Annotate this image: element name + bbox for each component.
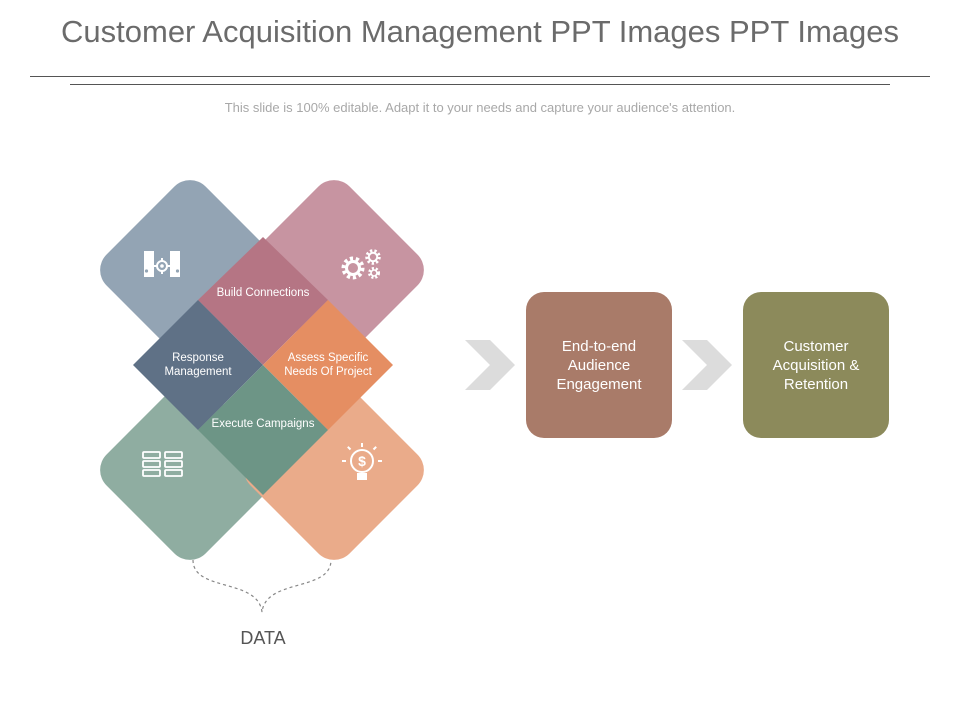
title-divider-bottom [70, 84, 890, 85]
chevron-arrow-icon [465, 340, 515, 390]
svg-text:$: $ [358, 453, 366, 469]
gears-icon [341, 249, 381, 280]
label-execute-campaigns: Execute Campaigns [211, 418, 315, 430]
title-divider-top [30, 76, 930, 77]
dollar-bulb-icon: $ [342, 443, 382, 480]
slide-subtitle: This slide is 100% editable. Adapt it to… [224, 100, 736, 115]
chevron-arrow-icon [682, 340, 732, 390]
flow-step-acquisition-label: Customer Acquisition & Retention [772, 337, 860, 393]
cell-execute-campaigns [198, 365, 328, 495]
slide-title: Customer Acquisition Management PPT Imag… [61, 14, 899, 49]
binders-gear-icon [144, 251, 180, 277]
data-brace [192, 559, 332, 613]
server-grid-icon [142, 451, 183, 477]
flow-step-engagement-label: End-to-end Audience Engagement [556, 337, 642, 393]
cell-build-connections [198, 237, 328, 365]
label-response-management: Response Management [164, 352, 232, 378]
flow-step-engagement: End-to-end Audience Engagement [526, 292, 672, 438]
flow-step-acquisition: Customer Acquisition & Retention [743, 292, 889, 438]
data-label: DATA [240, 628, 286, 648]
label-assess-specific-needs: Assess Specific Needs Of Project [284, 352, 372, 378]
label-build-connections: Build Connections [216, 287, 310, 299]
